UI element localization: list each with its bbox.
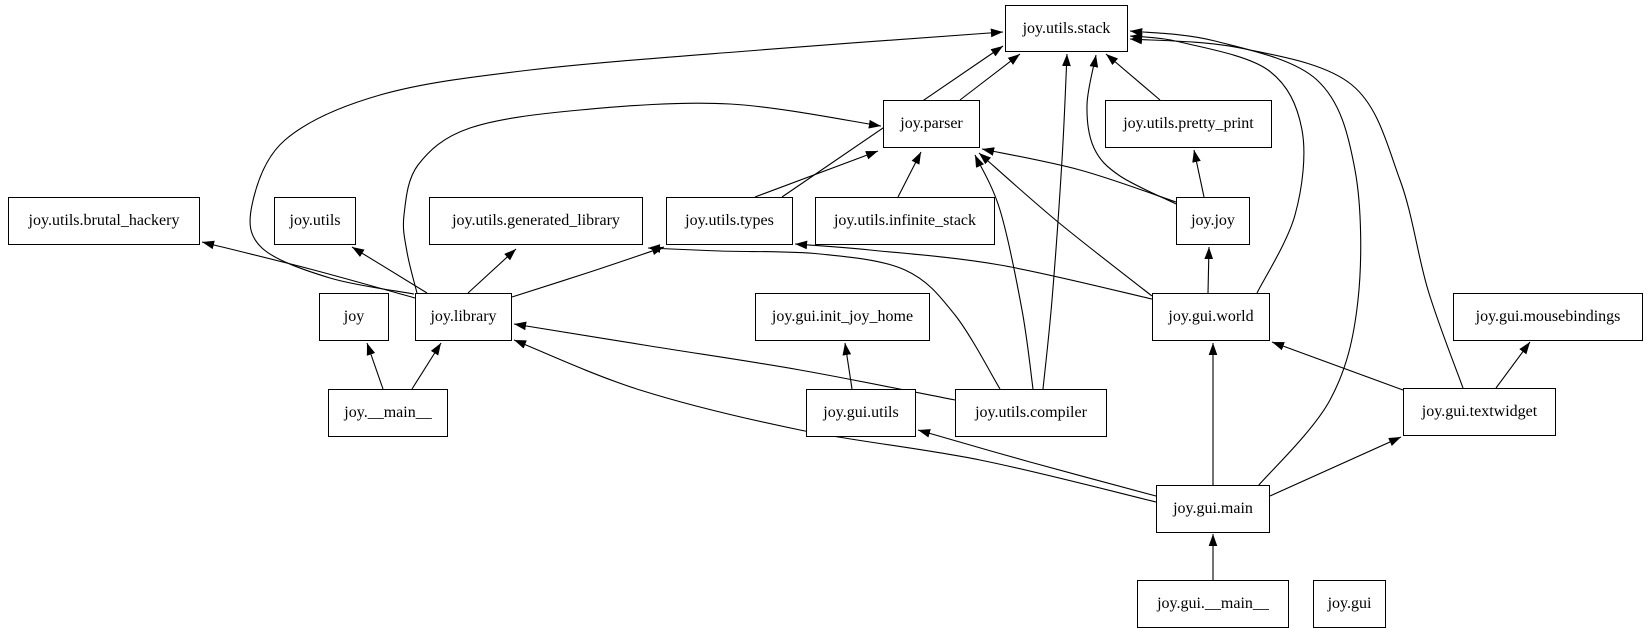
node-label: joy.library — [430, 308, 497, 325]
edge-joy-gui-main-to-joy-utils-stack — [1129, 28, 1362, 487]
edge-joy-gui-utils-to-joy-gui-init-joy-home — [842, 342, 853, 390]
node-joy-gui-utils: joy.gui.utils — [806, 389, 916, 437]
edge-joy-utils-compiler-to-joy-utils-stack — [1042, 53, 1071, 390]
edge-joy-gui-main-to-joy-gui-utils — [917, 429, 1157, 497]
node-joy: joy — [319, 293, 389, 341]
node-joy-joy: joy.joy — [1176, 197, 1250, 245]
node-joy-gui-init-joy-home: joy.gui.init_joy_home — [755, 293, 930, 341]
edge-joy-utils-compiler-to-joy-parser — [974, 154, 1034, 390]
node-joy-utils-brutal-hackery: joy.utils.brutal_hackery — [8, 197, 200, 245]
edge-joy-joy-to-joy-utils-stack — [1086, 54, 1177, 205]
node-label: joy.gui.__main__ — [1157, 595, 1269, 612]
edge-joy-utils-infinite-stack-to-joy-parser — [897, 151, 922, 198]
node-label: joy.utils.infinite_stack — [833, 212, 977, 229]
node-label: joy.parser — [900, 115, 963, 132]
node-joy-gui-main: joy.gui.main — [1156, 485, 1270, 533]
node-label: joy.gui — [1327, 595, 1372, 612]
node-label: joy.utils.compiler — [975, 404, 1087, 421]
edge-joy-utils-compiler-to-joy-utils-generated-library — [647, 244, 1001, 390]
node-label: joy.gui.main — [1173, 500, 1253, 517]
edge-joy-gui-textwidget-to-joy-gui-world — [1271, 341, 1404, 391]
node-label: joy.joy — [1191, 212, 1235, 229]
edge-joy-gui-world-to-joy-utils-types — [794, 240, 1153, 300]
node-label: joy.utils.pretty_print — [1123, 115, 1254, 132]
node-label: joy.utils.types — [685, 212, 774, 229]
node-joy-gui-mousebindings: joy.gui.mousebindings — [1453, 293, 1643, 341]
edge-joy-joy-to-joy-utils-pretty-print — [1192, 149, 1205, 198]
node-joy-utils: joy.utils — [274, 197, 356, 245]
node-joy-main-module: joy.__main__ — [328, 389, 448, 437]
node-joy-utils-stack: joy.utils.stack — [1005, 5, 1128, 52]
node-label: joy.gui.world — [1168, 308, 1254, 325]
node-joy-gui-main-module: joy.gui.__main__ — [1137, 580, 1289, 628]
edge-joy-gui-world-to-joy-parser — [978, 152, 1153, 297]
node-joy-gui: joy.gui — [1313, 580, 1386, 628]
node-label: joy.utils — [289, 212, 341, 229]
edge-joy-library-to-joy-utils-brutal-hackery — [201, 240, 416, 299]
node-label: joy.utils.stack — [1022, 19, 1111, 37]
node-label: joy.gui.init_joy_home — [771, 308, 914, 325]
edge-joy-library-to-joy-parser — [402, 102, 882, 294]
node-joy-utils-generated-library: joy.utils.generated_library — [429, 197, 643, 245]
edge-joy-main-module-to-joy — [366, 342, 384, 390]
node-label: joy.gui.utils — [823, 404, 899, 421]
node-joy-utils-infinite-stack: joy.utils.infinite_stack — [815, 197, 995, 245]
node-label: joy.utils.brutal_hackery — [28, 212, 180, 229]
edge-joy-library-to-joy-utils-types — [511, 246, 665, 298]
edge-joy-gui-textwidget-to-joy-gui-mousebindings — [1495, 341, 1531, 389]
edge-joy-utils-compiler-to-joy-library — [513, 321, 956, 401]
node-label: joy.gui.mousebindings — [1475, 308, 1621, 325]
node-joy-utils-compiler: joy.utils.compiler — [955, 389, 1107, 437]
edge-joy-gui-main-to-joy-gui-textwidget — [1269, 436, 1402, 497]
edge-joy-library-to-joy-utils-generated-library — [467, 248, 517, 294]
edge-joy-gui-world-to-joy-joy — [1204, 246, 1214, 294]
edge-joy-library-to-joy-utils-stack — [249, 28, 1004, 295]
edge-joy-main-module-to-joy-library — [411, 342, 442, 390]
edge-joy-gui-textwidget-to-joy-utils-stack — [1129, 35, 1464, 389]
node-label: joy.__main__ — [344, 404, 432, 421]
node-joy-gui-world: joy.gui.world — [1152, 293, 1270, 341]
node-joy-library: joy.library — [415, 293, 512, 341]
node-label: joy.utils.generated_library — [452, 212, 620, 229]
node-label: joy.gui.textwidget — [1421, 403, 1538, 420]
node-joy-parser: joy.parser — [883, 100, 980, 148]
edge-joy-parser-to-joy-utils-stack — [959, 53, 1021, 101]
node-label: joy — [343, 308, 365, 325]
node-joy-utils-types: joy.utils.types — [666, 197, 793, 245]
edge-joy-utils-pretty-print-to-joy-utils-stack — [1105, 53, 1161, 101]
node-joy-utils-pretty-print: joy.utils.pretty_print — [1105, 100, 1272, 148]
edge-joy-gui-world-to-joy-utils-stack — [1129, 33, 1305, 294]
node-joy-gui-textwidget: joy.gui.textwidget — [1403, 388, 1556, 436]
